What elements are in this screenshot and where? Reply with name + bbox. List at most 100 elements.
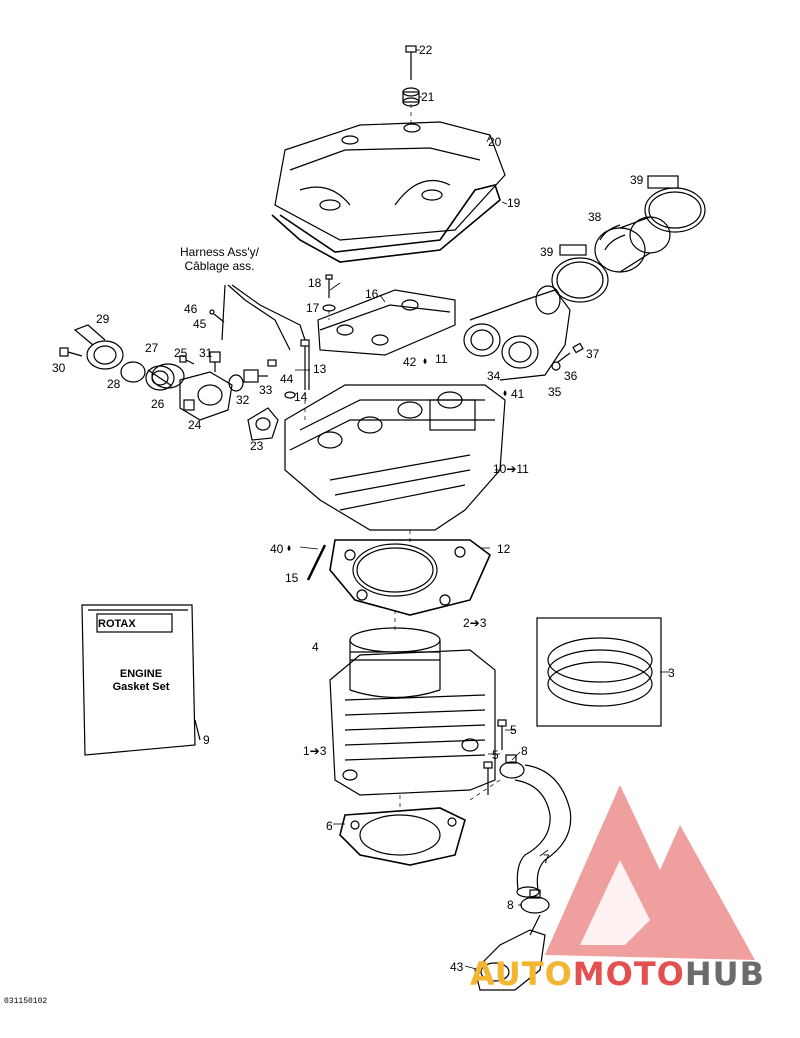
gasket-set-title: ENGINE Gasket Set xyxy=(96,668,186,694)
callout-4: 4 xyxy=(312,640,319,654)
callout-3: 3 xyxy=(668,666,675,680)
callout-38: 38 xyxy=(588,210,602,224)
callout-22: 22 xyxy=(419,43,433,57)
callout-37: 37 xyxy=(586,347,600,361)
screw-25 xyxy=(179,355,195,365)
callout-8-upper: 8 xyxy=(521,744,528,758)
bolt-18 xyxy=(325,274,333,298)
temperature-sensor-31 xyxy=(209,351,221,372)
harness-label-en: Harness Ass'y/ xyxy=(180,245,259,259)
callout-2-3: 2➔3 xyxy=(463,616,487,630)
gasket-19 xyxy=(271,184,501,263)
callout-45: 45 xyxy=(193,317,207,331)
watermark-auto: AUTO xyxy=(470,955,573,993)
gasket-set-title-line1: ENGINE xyxy=(119,668,163,680)
o-ring-28 xyxy=(120,361,146,383)
leader-lines xyxy=(295,49,670,971)
washer-14 xyxy=(284,391,296,399)
callout-31: 31 xyxy=(199,346,213,360)
water-pump-housing-24 xyxy=(179,371,233,421)
callout-34: 34 xyxy=(487,369,501,383)
assembly-lines xyxy=(304,104,501,812)
callout-35: 35 xyxy=(548,385,562,399)
callout-42: 42 xyxy=(403,355,417,369)
rocker-carrier-16 xyxy=(317,289,456,356)
clamp-39-upper xyxy=(644,175,706,233)
cylinder-head-10-11 xyxy=(284,384,506,531)
gasket-set-card xyxy=(81,604,201,756)
callout-17: 17 xyxy=(306,301,320,315)
callout-44: 44 xyxy=(280,372,294,386)
callout-30: 30 xyxy=(52,361,66,375)
callout-14: 14 xyxy=(294,390,308,404)
document-code: 031150102 xyxy=(4,997,48,1006)
thermostat-cover-29 xyxy=(73,324,124,370)
screw-37 xyxy=(557,342,584,363)
callout-18: 18 xyxy=(308,276,322,290)
callout-13: 13 xyxy=(313,362,327,376)
harness-label-fr: Câblage ass. xyxy=(184,259,255,273)
callout-1-3: 1➔3 xyxy=(303,744,327,758)
callout-39-lower: 39 xyxy=(540,245,554,259)
gasket-23 xyxy=(247,407,279,441)
callout-41: 41 xyxy=(511,387,525,401)
callout-7: 7 xyxy=(543,852,550,866)
callout-16: 16 xyxy=(365,287,379,301)
washer-36 xyxy=(551,361,561,371)
callout-24: 24 xyxy=(188,418,202,432)
bolt-5-lower xyxy=(483,761,493,795)
rotax-logo: ROTAX xyxy=(98,618,136,630)
callout-28: 28 xyxy=(107,377,121,391)
callout-36: 36 xyxy=(564,369,578,383)
stud-15 xyxy=(306,544,327,581)
piston-2-3 xyxy=(349,627,441,699)
callout-19: 19 xyxy=(507,196,521,210)
water-fitting-43 xyxy=(474,914,546,991)
callout-25: 25 xyxy=(174,346,188,360)
callout-8-lower: 8 xyxy=(507,898,514,912)
intake-manifold-35 xyxy=(463,285,571,381)
valve-cover-20 xyxy=(274,121,506,241)
watermark-text: AUTOMOTOHUB xyxy=(470,955,765,993)
bolt-13 xyxy=(300,339,310,390)
grommet-21 xyxy=(402,87,420,107)
callout-20: 20 xyxy=(488,135,502,149)
callout-5-lower: 5 xyxy=(492,748,499,762)
bolt-5-upper xyxy=(497,719,507,750)
coolant-hose-7 xyxy=(514,764,572,898)
cylinder-1-3 xyxy=(329,649,496,796)
callout-15: 15 xyxy=(285,571,299,585)
screw-30 xyxy=(59,347,83,357)
screw-46 xyxy=(209,309,225,323)
callout-40: 40 xyxy=(270,542,284,556)
base-gasket-6 xyxy=(339,807,466,866)
sensor-33 xyxy=(243,369,268,383)
callout-21: 21 xyxy=(421,90,435,104)
callout-23: 23 xyxy=(250,439,264,453)
hose-clamp-8-upper xyxy=(499,754,525,779)
harness-label: Harness Ass'y/ Câblage ass. xyxy=(180,245,259,273)
callout-43: 43 xyxy=(450,960,464,974)
gasket-set-title-line2: Gasket Set xyxy=(112,681,170,693)
callout-27: 27 xyxy=(145,341,159,355)
callout-12: 12 xyxy=(497,542,511,556)
watermark-logo xyxy=(545,785,755,960)
callout-10-11: 10➔11 xyxy=(493,462,529,476)
callout-33: 33 xyxy=(259,383,273,397)
callout-29: 29 xyxy=(96,312,110,326)
wire-harness xyxy=(221,284,306,351)
callout-9: 9 xyxy=(203,733,210,747)
head-gasket-12 xyxy=(329,539,491,616)
callout-32: 32 xyxy=(236,393,250,407)
intake-boot-38 xyxy=(594,216,671,273)
o-ring-32 xyxy=(228,374,244,392)
callout-46: 46 xyxy=(184,302,198,316)
callout-11: 11 xyxy=(435,352,448,366)
gasket-27 xyxy=(151,363,185,389)
bolt-22 xyxy=(405,45,417,80)
callout-5-upper: 5 xyxy=(510,723,517,737)
callout-39-upper: 39 xyxy=(630,173,644,187)
watermark-hub: HUB xyxy=(684,955,766,993)
